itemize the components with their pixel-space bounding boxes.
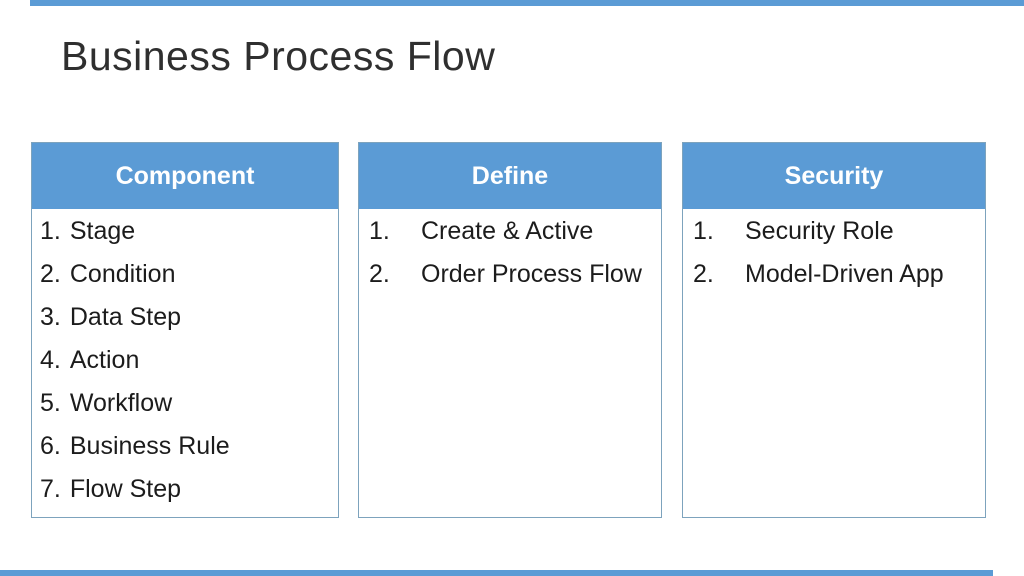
list-item-text: Flow Step (69, 475, 182, 503)
list-item: 6. Business Rule (32, 425, 338, 468)
slide-title: Business Process Flow (61, 33, 496, 79)
list-item-text: Workflow (69, 389, 173, 417)
table-header-define: Define (359, 143, 661, 209)
list-item: 2. Order Process Flow (359, 253, 661, 296)
list-item: 1. Stage (32, 210, 338, 253)
list-item: 4. Action (32, 339, 338, 382)
accent-bar-top (30, 0, 1024, 6)
list-item: 1. Create & Active (359, 210, 661, 253)
table-header-component: Component (32, 143, 338, 209)
list-item: 2. Model-Driven App (683, 253, 985, 296)
list-item-number: 1. (693, 217, 714, 245)
table-body-component: 1. Stage 2. Condition 3. Data Step 4. Action 5. W… (32, 209, 338, 511)
list-item-text: Stage (69, 217, 136, 245)
list-item-number: 3. (40, 303, 61, 331)
list-item: 7. Flow Step (32, 468, 338, 511)
list-item: 5. Workflow (32, 382, 338, 425)
list-item-text: Create & Active (421, 217, 594, 245)
table-header-security: Security (683, 143, 985, 209)
list-item-text: Condition (69, 260, 176, 288)
table-component: Component 1. Stage 2. Condition 3. Data Step 4… (31, 142, 339, 518)
table-security: Security 1. Security Role 2. Model-Driven A… (682, 142, 986, 518)
list-item-text: Model-Driven App (745, 260, 944, 288)
list-item-number: 5. (40, 389, 61, 417)
table-body-define: 1. Create & Active 2. Order Process Flow (359, 209, 661, 296)
list-item: 3. Data Step (32, 296, 338, 339)
list-item: 1. Security Role (683, 210, 985, 253)
list-item-text: Business Rule (69, 432, 230, 460)
list-item-text: Order Process Flow (421, 260, 642, 288)
list-item-number: 1. (369, 217, 390, 245)
list-item-number: 2. (369, 260, 390, 288)
list-item: 2. Condition (32, 253, 338, 296)
list-item-number: 7. (40, 475, 61, 503)
list-item-number: 2. (693, 260, 714, 288)
table-body-security: 1. Security Role 2. Model-Driven App (683, 209, 985, 296)
list-item-text: Action (69, 346, 140, 374)
list-item-number: 4. (40, 346, 61, 374)
list-item-text: Security Role (745, 217, 894, 245)
list-item-number: 1. (40, 217, 61, 245)
list-item-text: Data Step (69, 303, 182, 331)
accent-bar-bottom (0, 570, 993, 576)
table-define: Define 1. Create & Active 2. Order Process … (358, 142, 662, 518)
list-item-number: 2. (40, 260, 61, 288)
list-item-number: 6. (40, 432, 61, 460)
